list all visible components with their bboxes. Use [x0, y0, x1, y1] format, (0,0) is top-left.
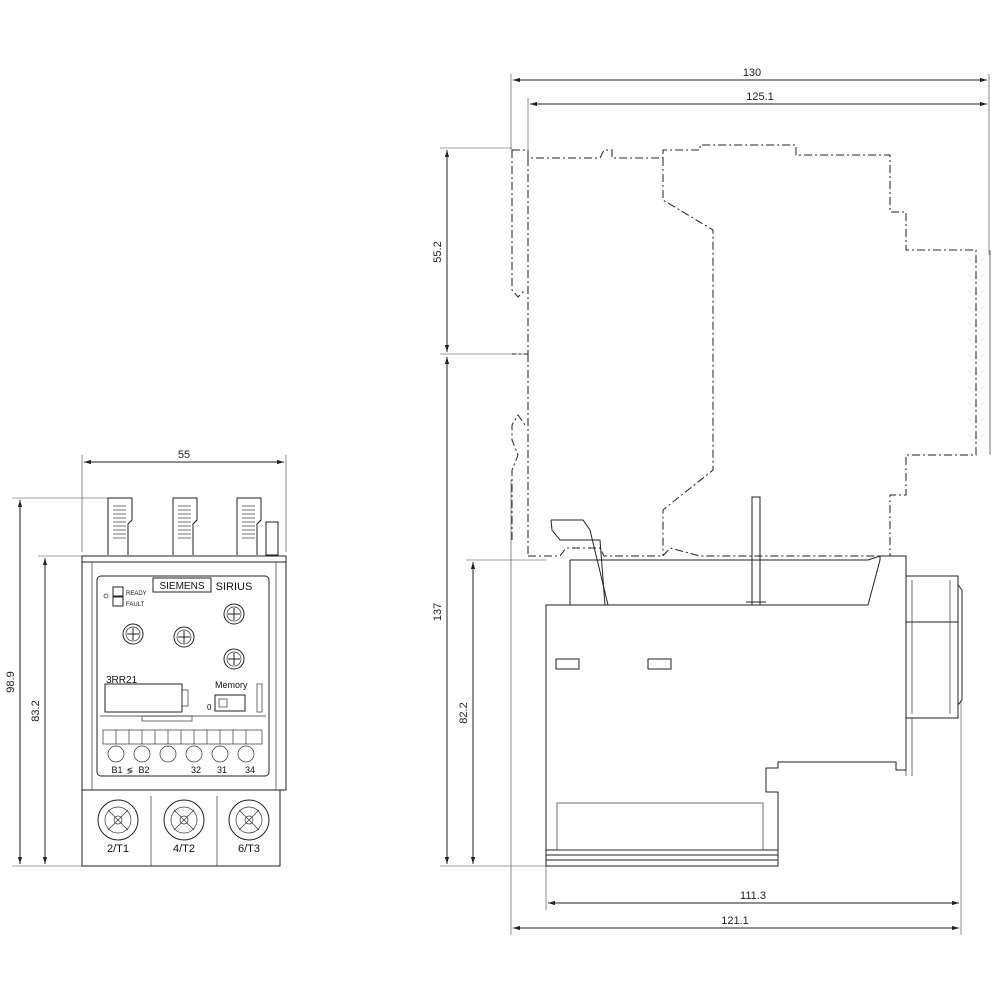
- dimension-height-98-9: 98.9: [5, 497, 108, 867]
- front-body: [81, 555, 287, 867]
- terminal-label-t1: 2/T1: [107, 843, 129, 855]
- side-view: 130 125.1 55.2 137 82.2: [432, 67, 991, 935]
- dial-2: [173, 626, 195, 648]
- dim-55-label: 55.2: [432, 241, 444, 262]
- vent-slot-1: [555, 658, 580, 670]
- dim-137-label: 137: [432, 603, 444, 621]
- dimension-111-3: 111.3: [545, 700, 962, 935]
- ctrl-label-b2: B2: [138, 765, 149, 775]
- memory-switch: [214, 694, 246, 712]
- cover-slot: [556, 802, 764, 851]
- vent-slot-2: [647, 658, 672, 670]
- dimension-82-2: 82.2: [458, 559, 546, 864]
- dim-125-label: 125.1: [746, 91, 774, 103]
- dim-111-label: 111.3: [740, 890, 766, 902]
- dimension-137: 137: [432, 357, 546, 867]
- adjustment-dials: [122, 603, 245, 670]
- terminal-label-t2: 4/T2: [173, 843, 195, 855]
- dimension-121-1: 121.1: [510, 480, 959, 935]
- terminal-label-t3: 6/T3: [238, 843, 260, 855]
- load-terminal-t1: [97, 799, 139, 841]
- dial-3: [223, 603, 245, 625]
- model-area: 3RR21 Memory 0: [104, 675, 263, 722]
- dimension-height-83-2: 83.2: [30, 555, 82, 864]
- ctrl-label-sep: ≶: [127, 766, 134, 775]
- ctrl-label-32: 32: [191, 765, 201, 775]
- series-label: SIRIUS: [216, 581, 253, 593]
- dim-121-label: 121.1: [721, 915, 749, 927]
- led-ready-label: READY: [126, 591, 147, 597]
- led-fault-indicator: [112, 596, 124, 607]
- front-panel: [96, 575, 270, 777]
- led-fault-label: FAULT: [126, 602, 145, 608]
- label-window: [104, 683, 183, 713]
- dim-130-label: 130: [743, 67, 761, 79]
- brand-strip: SIEMENS SIRIUS: [152, 577, 253, 593]
- dimension-width-55: 55: [81, 449, 287, 552]
- dim-total-height-label: 98.9: [5, 671, 17, 692]
- dial-4: [223, 648, 245, 670]
- switch-off-label: 0: [207, 703, 212, 712]
- front-view: 55 98.9 83.2: [5, 449, 287, 867]
- memory-label: Memory: [215, 680, 248, 690]
- dimension-130: 130: [510, 67, 990, 255]
- test-slot: [256, 683, 263, 713]
- top-terminal-3: [236, 497, 262, 555]
- front-extension: [905, 575, 963, 776]
- relay-body: [545, 496, 907, 867]
- dim-width-label: 55: [178, 449, 190, 461]
- led-ready-indicator: [112, 586, 124, 597]
- dial-1: [122, 623, 144, 645]
- side-tab: [265, 521, 279, 556]
- status-leds: READY FAULT: [103, 586, 147, 608]
- contactor-outline: [511, 144, 991, 557]
- ctrl-label-b1: B1: [111, 765, 122, 775]
- ctrl-label-31: 31: [217, 765, 227, 775]
- top-terminal-1: [107, 497, 133, 555]
- dim-82-label: 82.2: [458, 702, 470, 723]
- control-terminal-strip: B1 ≶ B2 32 31 34: [102, 729, 263, 775]
- top-terminal-2: [172, 497, 198, 555]
- load-terminal-t3: [228, 799, 270, 841]
- model-label: 3RR21: [106, 675, 138, 686]
- dim-body-height-label: 83.2: [30, 700, 42, 721]
- dimension-125-1: 125.1: [527, 91, 987, 158]
- brand-label: SIEMENS: [159, 581, 204, 592]
- dimension-55-2: 55.2: [432, 147, 528, 355]
- load-terminals: 2/T1 4/T2 6/T3: [97, 796, 270, 866]
- top-terminals: [107, 497, 279, 556]
- load-terminal-t2: [163, 799, 205, 841]
- ctrl-label-34: 34: [245, 765, 255, 775]
